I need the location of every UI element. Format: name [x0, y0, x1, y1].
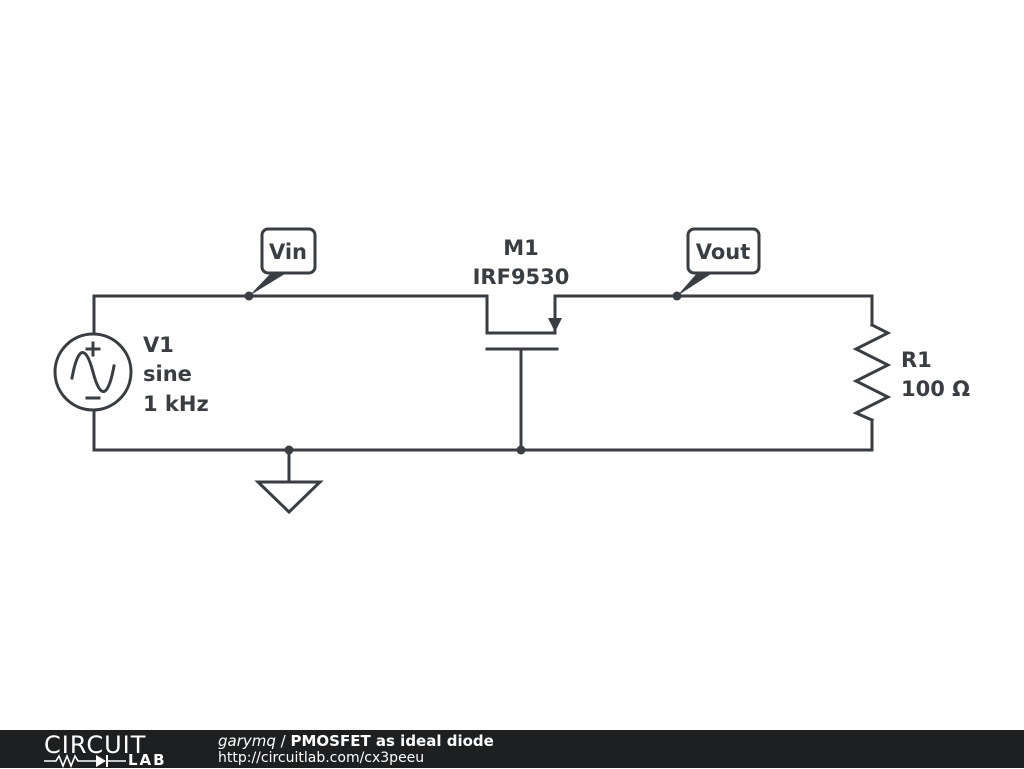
vout-label-text: Vout — [696, 240, 751, 264]
v1-sine-wave — [70, 351, 116, 393]
ground-symbol[interactable] — [254, 448, 324, 515]
ground-triangle — [254, 480, 324, 515]
m1-drain-lead — [485, 294, 557, 335]
junction-ground — [284, 445, 294, 455]
circuit-schematic: Vin Vout V1 sine 1 kHz M1 IRF9530 R1 100… — [53, 227, 970, 515]
logo-bottom-row: LAB — [44, 752, 174, 768]
logo-circuit-text: CIRCUIT — [44, 731, 147, 759]
v1-sine-source[interactable] — [53, 332, 133, 412]
r1-name-label: R1 — [901, 348, 932, 372]
net-label-vout[interactable]: Vout — [677, 227, 761, 296]
junction-gate — [516, 445, 526, 455]
r1-resistor[interactable] — [852, 322, 892, 422]
vin-tag-box — [260, 227, 317, 275]
net-label-vin[interactable]: Vin — [249, 227, 317, 296]
r1-zigzag — [852, 322, 892, 422]
circuit-title[interactable]: PMOSFET as ideal diode — [290, 732, 494, 750]
circuit-url-link[interactable]: http://circuitlab.com/cx3peeu — [218, 750, 425, 766]
r1-value-label: 100 Ω — [901, 377, 970, 401]
footer-bar: CIRCUIT LAB garymq / PMOSFET as ideal di… — [0, 730, 1024, 768]
v1-freq-label: 1 kHz — [143, 392, 209, 416]
m1-pmosfet[interactable] — [485, 294, 562, 452]
v1-source-circle — [53, 332, 133, 412]
vout-tag-box — [686, 227, 761, 275]
m1-arrow-icon — [548, 318, 562, 332]
vin-tag-pointer — [249, 272, 288, 296]
vout-tag-pointer — [677, 272, 714, 296]
footer-title-line: garymq / PMOSFET as ideal diode — [218, 732, 494, 750]
logo-resistor-diode-icon — [44, 753, 126, 768]
logo-lab-text: LAB — [128, 751, 167, 769]
v1-type-label: sine — [143, 362, 192, 386]
m1-name-label: M1 — [503, 236, 539, 260]
author-link[interactable]: garymq — [218, 732, 276, 750]
vin-label-text: Vin — [269, 240, 307, 264]
v1-name-label: V1 — [143, 333, 174, 357]
m1-part-label: IRF9530 — [473, 265, 570, 289]
v1-plus-sign — [85, 341, 101, 357]
title-separator: / — [275, 732, 291, 750]
